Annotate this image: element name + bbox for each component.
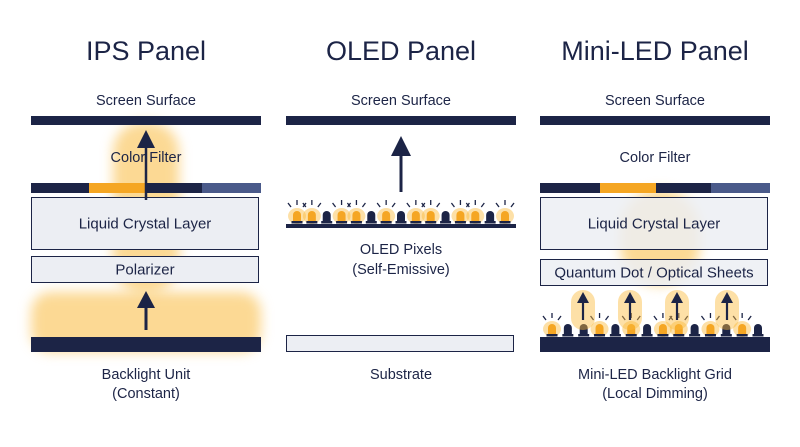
ips-polarizer-label: Polarizer (115, 261, 175, 278)
ips-upper-arrow-icon (137, 130, 155, 148)
oled-emission-arrow (391, 136, 411, 192)
mini-led-icon (720, 324, 732, 337)
oled-pixel-baseline (286, 224, 516, 228)
mini-liquid-crystal-layer: Liquid Crystal Layer (540, 197, 768, 250)
mini-led-icon (700, 313, 720, 337)
oled-pixel-icon (346, 200, 366, 224)
oled-pixel-icon (395, 211, 407, 224)
mini-led-panel-column: Mini-LED Panel Screen Surface Color Filt… (540, 0, 770, 447)
oled-pixels-sublabel: (Self-Emissive) (352, 262, 450, 278)
oled-pixel-icon (421, 200, 441, 224)
mini-screen-surface-label: Screen Surface (605, 93, 705, 109)
oled-panel-column: OLED Panel Screen Surface OLED Pixels (S… (286, 0, 516, 447)
mini-led-icon (732, 313, 752, 337)
mini-up-arrow-icon (571, 290, 595, 330)
oled-pixel-icon (376, 200, 396, 224)
mini-led-icon (752, 324, 764, 337)
ips-backlight-unit (31, 337, 261, 352)
mini-color-filter (540, 183, 770, 193)
oled-pixel-icon (495, 200, 515, 224)
mini-led-icon (621, 313, 641, 337)
ips-liquid-crystal-layer: Liquid Crystal Layer (31, 197, 259, 250)
oled-pixel-icon (406, 200, 426, 224)
mini-liquid-crystal-label: Liquid Crystal Layer (587, 215, 721, 232)
mini-led-icon (653, 313, 673, 337)
oled-pixel-icon (332, 200, 352, 224)
oled-pixel-icon (302, 200, 322, 224)
mini-led-icon (641, 324, 653, 337)
mini-qd-sheets-layer: Quantum Dot / Optical Sheets (540, 259, 768, 286)
mini-led-icon (609, 324, 621, 337)
ips-polarizer-layer: Polarizer (31, 256, 259, 283)
mini-backlight-label: Mini-LED Backlight Grid (578, 367, 732, 383)
mini-led-icon (669, 313, 689, 337)
oled-pixels-label: OLED Pixels (359, 242, 443, 258)
mini-qd-sheets-label: Quantum Dot / Optical Sheets (554, 264, 754, 281)
mini-backlight-sublabel: (Local Dimming) (602, 386, 708, 402)
oled-pixel-icon (321, 211, 333, 224)
ips-panel-title: IPS Panel (85, 36, 207, 66)
ips-lower-arrow-icon (137, 291, 155, 308)
mini-led-icon (562, 324, 574, 337)
mini-up-arrow-icon (665, 290, 689, 330)
ips-panel-column: IPS Panel Screen Surface Color Filter Li… (31, 0, 261, 447)
mini-color-filter-label: Color Filter (619, 150, 691, 166)
mini-up-arrow-icon (715, 290, 739, 330)
mini-led-grid (542, 290, 764, 337)
oled-pixel-icon (450, 200, 470, 224)
mini-led-backplane (540, 337, 770, 352)
oled-panel-title: OLED Panel (325, 36, 477, 66)
oled-screen-surface (286, 116, 516, 125)
ips-light-arrows (137, 130, 155, 330)
oled-pixel-row (287, 200, 515, 224)
ips-screen-surface (31, 116, 261, 125)
oled-pixel-icon (287, 200, 307, 224)
ips-liquid-crystal-label: Liquid Crystal Layer (78, 215, 212, 232)
mini-led-panel-title: Mini-LED Panel (561, 36, 749, 66)
ips-screen-surface-label: Screen Surface (96, 93, 196, 109)
mini-led-icon (542, 313, 562, 337)
oled-screen-surface-label: Screen Surface (351, 93, 451, 109)
oled-substrate (286, 335, 514, 352)
oled-up-arrow-icon (391, 136, 411, 156)
oled-substrate-label: Substrate (369, 367, 433, 383)
oled-pixel-icon (484, 211, 496, 224)
ips-backlight-sublabel: (Constant) (112, 386, 180, 402)
mini-screen-surface (540, 116, 770, 125)
mini-up-arrow-icon (618, 290, 642, 330)
mini-led-icon (689, 324, 701, 337)
mini-led-icon (590, 313, 610, 337)
oled-pixel-icon (365, 211, 377, 224)
mini-led-icon (578, 324, 590, 337)
oled-pixel-icon (440, 211, 452, 224)
ips-backlight-label: Backlight Unit (101, 367, 191, 383)
ips-color-filter (31, 183, 261, 193)
oled-pixel-icon (465, 200, 485, 224)
